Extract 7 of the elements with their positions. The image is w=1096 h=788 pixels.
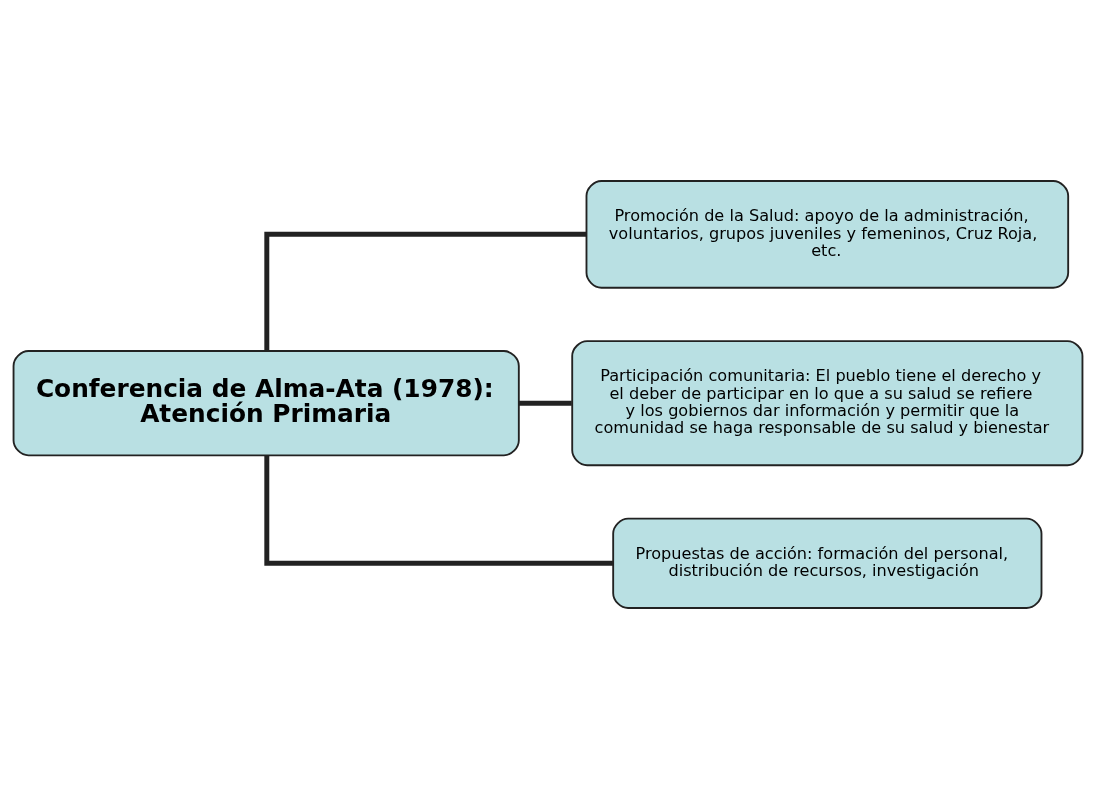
connector: [518, 400, 572, 406]
connector: [264, 455, 613, 566]
node-box: Conferencia de Alma-Ata (1978): Atención Primaria: [12, 349, 520, 456]
node-box: Participación comunitaria: El pueblo tiene el derecho y el deber de participar en lo que a su salud se refiere y los gobiernos dar información y permitir que la comunidad se haga responsable de su salud y bienestar: [571, 339, 1084, 466]
node-box: Propuestas de acción: formación del personal, distribución de recursos, investigación: [612, 517, 1043, 609]
connector: [264, 231, 587, 351]
node-box: Promoción de la Salud: apoyo de la administración, voluntarios, grupos juveniles y femeninos, Cruz Roja, etc.: [585, 179, 1070, 289]
